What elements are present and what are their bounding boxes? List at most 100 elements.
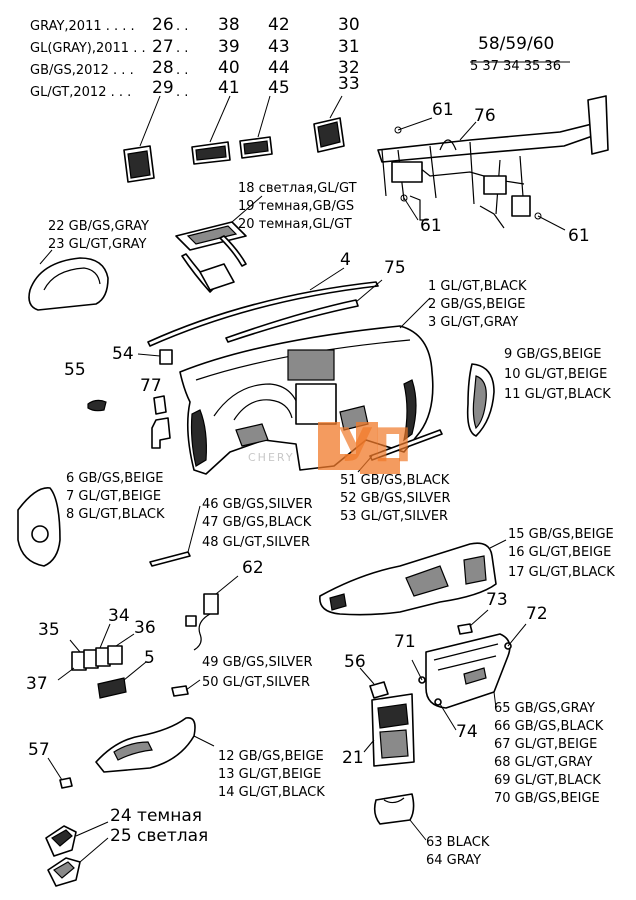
code: 32 <box>338 58 360 78</box>
code: 45 <box>268 78 290 98</box>
code-dots: . . <box>176 19 189 34</box>
variant-label: GL(GRAY),2011 . . <box>30 41 146 56</box>
callout-71: 71 <box>394 632 416 652</box>
variant-label: GL/GT,2012 . . . <box>30 85 132 100</box>
callout-16: 16 GL/GT,BEIGE <box>508 545 612 560</box>
watermark-logo-icon <box>318 422 400 474</box>
callout-50: 50 GL/GT,SILVER <box>202 675 311 690</box>
code: 30 <box>338 15 360 35</box>
callout-48: 48 GL/GT,SILVER <box>202 535 311 550</box>
switch-block-34-37 <box>57 623 147 699</box>
callout-61: 61 <box>568 226 590 246</box>
callout-7: 7 GL/GT,BEIGE <box>66 489 162 504</box>
callout-3: 3 GL/GT,GRAY <box>428 315 519 330</box>
vent-part-26-29 <box>123 95 161 183</box>
callout-37: 37 <box>26 674 48 694</box>
callout-57: 57 <box>28 740 50 760</box>
vent-part-30-33 <box>313 95 345 153</box>
code-dots: . . <box>176 85 189 100</box>
lower-trim-12-14 <box>47 679 215 789</box>
callout-1: 1 GL/GT,BLACK <box>428 279 527 294</box>
code: 44 <box>268 58 290 78</box>
variant-label: GRAY,2011 . . . . <box>30 19 135 34</box>
callout-25: 25 светлая <box>110 826 209 846</box>
callout-6: 6 GB/GS,BEIGE <box>66 471 164 486</box>
callout-36: 36 <box>134 618 156 638</box>
callout-22: 22 GB/GS,GRAY <box>48 219 149 234</box>
callout-19: 19 темная,GB/GS <box>238 199 355 214</box>
callout-52: 52 GB/GS,SILVER <box>340 491 451 506</box>
callout-61: 61 <box>432 100 454 120</box>
callout-68: 68 GL/GT,GRAY <box>494 755 593 770</box>
callout-34: 34 <box>108 606 130 626</box>
callout-4: 4 <box>340 250 351 270</box>
code: 39 <box>218 37 240 57</box>
callout-14: 14 GL/GT,BLACK <box>218 785 325 800</box>
callout-17: 17 GL/GT,BLACK <box>508 565 615 580</box>
code: 33 <box>338 74 360 94</box>
callout-10: 10 GL/GT,BEIGE <box>504 367 608 382</box>
callout-64: 64 GRAY <box>426 853 482 868</box>
callout-67: 67 GL/GT,BEIGE <box>494 737 598 752</box>
callout-55: 55 <box>64 360 86 380</box>
center-console-21 <box>359 667 415 767</box>
variant-label: GB/GS,2012 . . . <box>30 63 134 78</box>
glovebox-65-70 <box>411 609 527 731</box>
callout-9: 9 GB/GS,BEIGE <box>504 347 602 362</box>
side-trim-6-8 <box>17 487 61 567</box>
code: 27 <box>152 37 174 57</box>
small-cover-24-25 <box>45 821 109 887</box>
strip-46-48 <box>149 505 201 567</box>
callout-20: 20 темная,GL/GT <box>238 217 352 232</box>
lower-panel-15-17 <box>319 539 507 616</box>
watermark-brand: CHERY <box>248 451 295 464</box>
callout-61: 61 <box>420 216 442 236</box>
code: 42 <box>268 15 290 35</box>
callout-74: 74 <box>456 722 478 742</box>
vent-part-38-41 <box>191 95 231 165</box>
watermark-model: УП <box>338 418 412 472</box>
callout-12: 12 GB/GS,BEIGE <box>218 749 324 764</box>
callout-73: 73 <box>486 590 508 610</box>
callout-46: 46 GB/GS,SILVER <box>202 497 313 512</box>
callout-53: 53 GL/GT,SILVER <box>340 509 449 524</box>
crossbeam-frame <box>377 61 609 231</box>
callout-62: 62 <box>242 558 264 578</box>
callout-13: 13 GL/GT,BEIGE <box>218 767 322 782</box>
callout-77: 77 <box>140 376 162 396</box>
callout-76: 76 <box>474 106 496 126</box>
code: 38 <box>218 15 240 35</box>
callout-35: 35 <box>38 620 60 640</box>
brand-watermark <box>300 418 410 478</box>
callout-54: 54 <box>112 344 134 364</box>
callout-5: 5 <box>144 648 155 668</box>
harness-62 <box>185 575 239 651</box>
top-strips-4-75 <box>147 267 383 347</box>
callout-51: 51 GB/GS,BLACK <box>340 473 450 488</box>
center-trim-18-20 <box>175 195 263 293</box>
code: 43 <box>268 37 290 57</box>
fraction-top: 58/59/60 <box>478 34 555 54</box>
callout-63: 63 BLACK <box>426 835 490 850</box>
callout-8: 8 GL/GT,BLACK <box>66 507 165 522</box>
callout-47: 47 GB/GS,BLACK <box>202 515 312 530</box>
callout-49: 49 GB/GS,SILVER <box>202 655 313 670</box>
code: 40 <box>218 58 240 78</box>
callout-15: 15 GB/GS,BEIGE <box>508 527 614 542</box>
callout-18: 18 светлая,GL/GT <box>238 181 357 196</box>
cluster-hood-22-23 <box>28 249 109 311</box>
code-dots: . . <box>176 63 189 78</box>
callout-75: 75 <box>384 258 406 278</box>
code: 26 <box>152 15 174 35</box>
side-trim-9-11 <box>466 363 495 437</box>
code: 41 <box>218 78 240 98</box>
callout-23: 23 GL/GT,GRAY <box>48 237 147 252</box>
callout-2: 2 GB/GS,BEIGE <box>428 297 526 312</box>
callout-24: 24 темная <box>110 806 202 826</box>
callout-65: 65 GB/GS,GRAY <box>494 701 595 716</box>
code: 28 <box>152 58 174 78</box>
code: 31 <box>338 37 360 57</box>
vent-part-42-45 <box>239 95 273 159</box>
small-parts-54-55-77 <box>87 349 173 449</box>
fraction-bottom: 5 37 34 35 36 <box>470 59 561 74</box>
